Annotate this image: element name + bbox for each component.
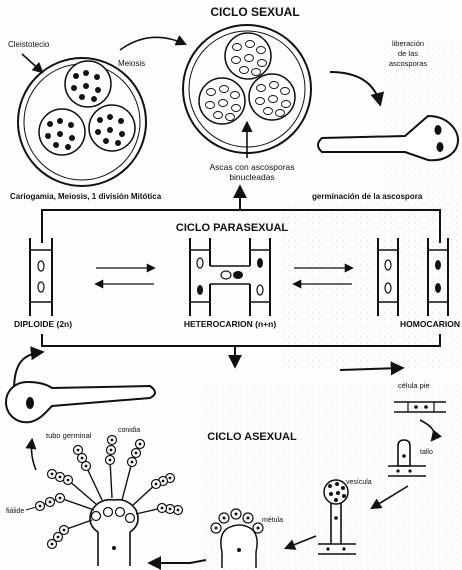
cleistothecium-left <box>18 58 146 186</box>
ascas-label-line1: Ascas con ascosporas <box>209 162 294 172</box>
ascas-label-line2: binucleadas <box>229 172 274 182</box>
liberacion-arrow <box>330 72 380 104</box>
fialide-pointer <box>26 507 36 510</box>
meiosis-arrow <box>120 37 185 50</box>
sexual-cycle-title: CICLO SEXUAL <box>210 5 299 19</box>
ascus <box>39 109 85 155</box>
liberacion-line3: ascosporas <box>389 59 428 68</box>
ascus <box>249 74 295 120</box>
diploid-hypha <box>30 238 52 316</box>
ascus <box>89 105 135 151</box>
conidia-to-germ-arrow <box>32 440 37 470</box>
germinacion-label: germinación de la ascospora <box>312 192 423 201</box>
diploide-label: DIPLOIDE (2n) <box>14 319 72 329</box>
vesicula-label: vesícula <box>346 479 372 486</box>
metula-label: métula <box>262 517 283 524</box>
germ-tube <box>6 382 155 422</box>
liberacion-line1: liberación <box>392 39 424 48</box>
conidiophore <box>36 436 183 567</box>
cleistotecio-label: Cleistotecio <box>8 40 50 49</box>
parasexual-cycle-title: CICLO PARASEXUAL <box>176 222 289 234</box>
ascus <box>225 33 271 79</box>
heterocarion-label: HETEROCARION (n+n) <box>184 319 276 329</box>
ascus <box>199 78 245 124</box>
cleistotecio-arrow <box>22 54 42 72</box>
tubo-germinal-label: tubo germinal <box>46 431 92 440</box>
cariogamia-label: Cariogamia, Meiosis, 1 división Mitótica <box>10 192 162 201</box>
ascus <box>65 61 111 107</box>
heterokaryon-hyphae <box>190 238 270 316</box>
fialide-label: fiálide <box>6 508 24 515</box>
asexual-cycle-title: CICLO ASEXUAL <box>207 431 297 443</box>
homocarion-label: HOMOCARION (n) <box>400 319 462 329</box>
conidia-label: conidia <box>118 427 140 434</box>
celula-pie-label: célula pie <box>398 381 430 390</box>
meiosis-label: Meiosis <box>118 59 145 68</box>
tallo-label: tallo <box>420 449 433 456</box>
liberacion-line2: de las <box>398 49 418 58</box>
metula-to-conidiophore-arrow <box>150 560 206 563</box>
